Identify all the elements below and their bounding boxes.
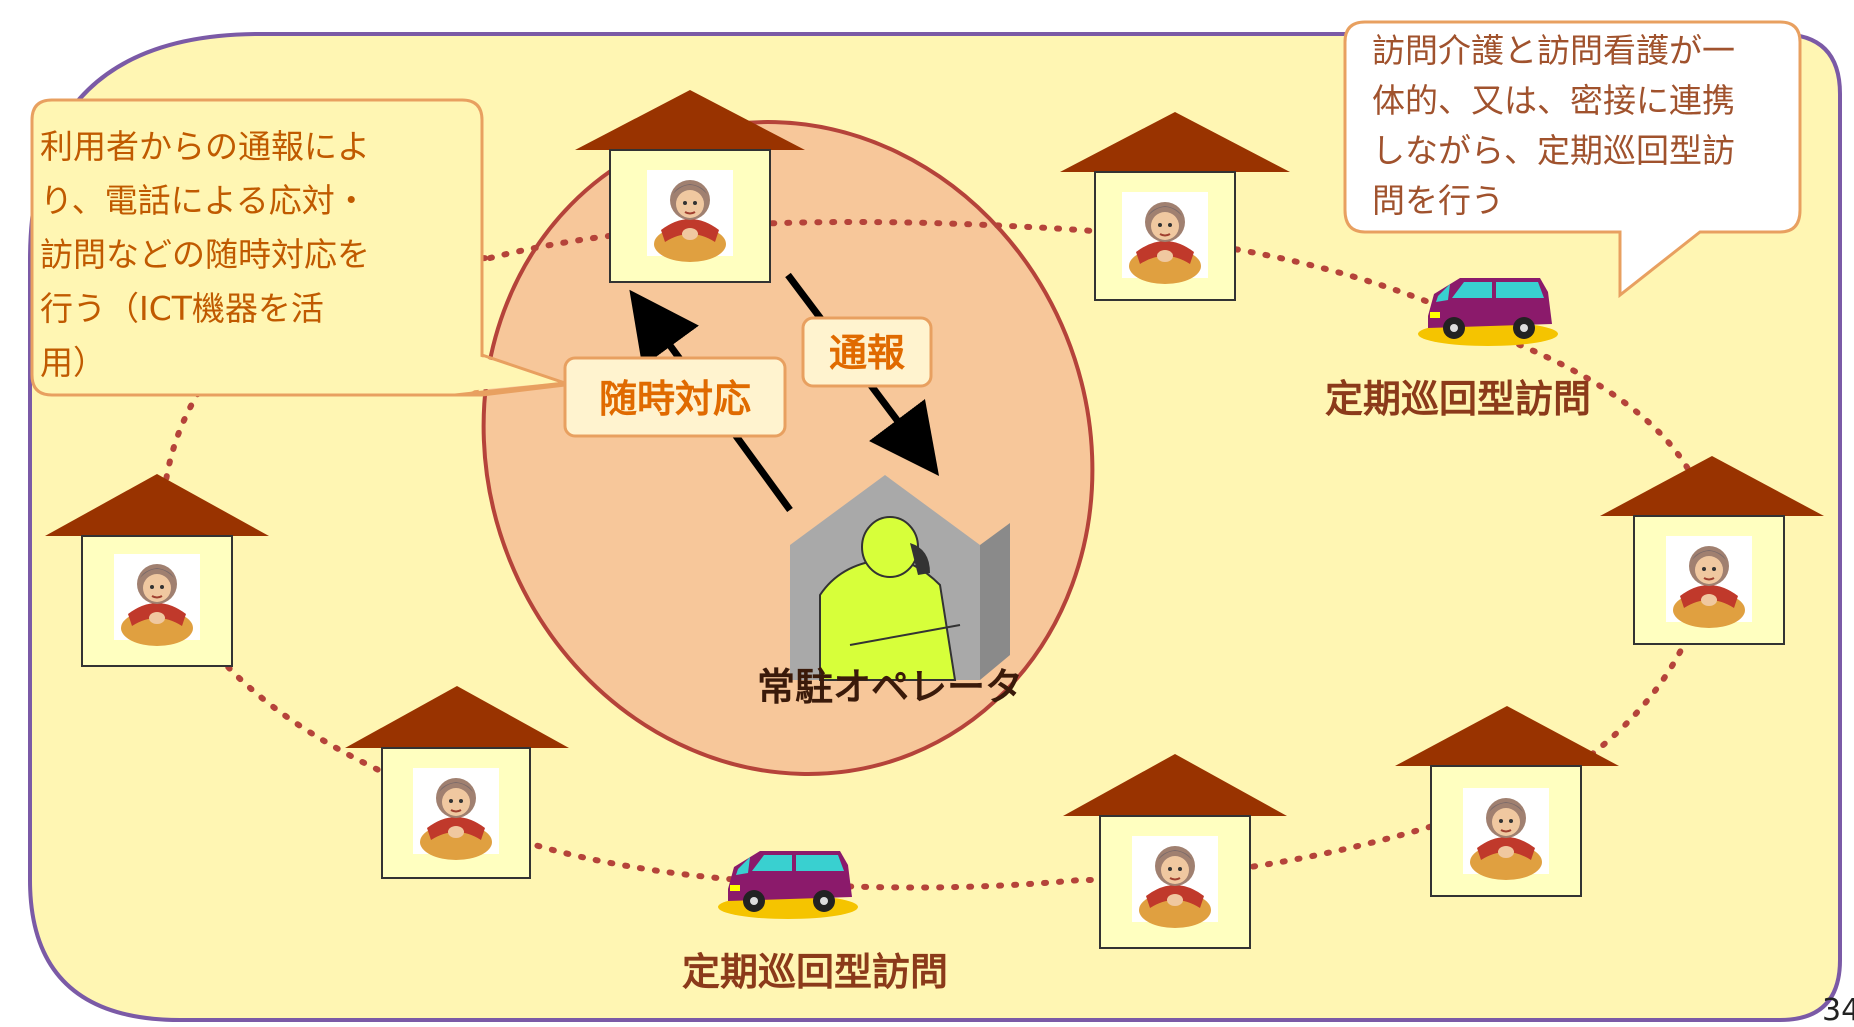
house-icon xyxy=(1060,112,1290,301)
callout-left-line-1: 利用者からの通報によ xyxy=(40,127,370,166)
callout-left-line-2: り、電話による応対・ xyxy=(40,181,368,220)
house-icon xyxy=(1063,754,1287,949)
house-icon xyxy=(1600,456,1824,645)
patrol-label-right: 定期巡回型訪問 xyxy=(1325,377,1591,421)
callout-left-line-3: 訪問などの随時対応を xyxy=(40,235,370,274)
elderly-person-icon xyxy=(1131,835,1219,929)
callout-right-line-1: 訪問介護と訪問看護が一 xyxy=(1372,31,1735,70)
house-icon xyxy=(345,686,569,879)
callout-left-line-5: 用） xyxy=(40,343,106,382)
callout-right-line-2: 体的、又は、密接に連携 xyxy=(1372,81,1735,120)
elderly-person-icon xyxy=(646,169,734,263)
operator-icon xyxy=(790,475,1010,681)
callout-right xyxy=(1343,20,1802,299)
report-label-box xyxy=(801,316,933,388)
page-number: 34 xyxy=(1822,993,1854,1027)
patrol-label-bottom: 定期巡回型訪問 xyxy=(682,950,948,994)
on-demand-label: 随時対応 xyxy=(599,377,751,421)
elderly-person-icon xyxy=(412,767,500,861)
house-icon xyxy=(45,474,269,667)
house-icon xyxy=(575,90,805,283)
elderly-person-icon xyxy=(1462,787,1550,881)
operator-label: 常駐オペレータ xyxy=(757,665,1023,709)
elderly-person-icon xyxy=(1665,535,1753,629)
callout-left-line-4: 行う（ICT機器を活 xyxy=(40,289,324,328)
report-label: 通報 xyxy=(829,331,905,375)
on-demand-label-box xyxy=(563,356,787,438)
callout-right-line-3: しながら、定期巡回型訪 xyxy=(1372,131,1735,170)
callout-right-line-4: 問を行う xyxy=(1372,181,1504,220)
house-icon xyxy=(1395,706,1619,897)
elderly-person-icon xyxy=(113,553,201,647)
elderly-person-icon xyxy=(1121,191,1209,285)
